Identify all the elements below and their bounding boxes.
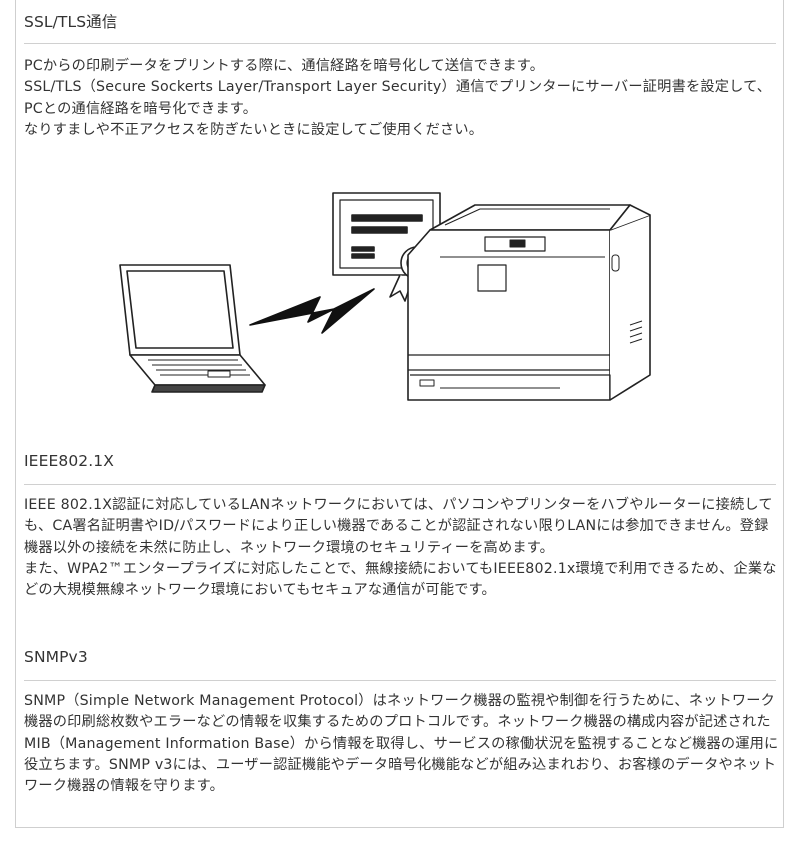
paragraph: PCからの印刷データをプリントする際に、通信経路を暗号化して送信できます。 (24, 58, 545, 74)
printer-icon (407, 204, 651, 401)
paragraph: なりすましや不正アクセスを防ぎたいときに設定してご使用ください。 (24, 121, 484, 138)
section-title-ssl-tls: SSL/TLS通信 (24, 13, 118, 31)
paragraph: SNMP（Simple Network Management Protocol）… (24, 693, 779, 795)
connection-bolt-icon (249, 288, 375, 334)
section-title-snmpv3: SNMPv3 (24, 648, 88, 666)
paragraph: IEEE 802.1X認証に対応しているLANネットワークにおいては、パソコンや… (24, 497, 773, 556)
content-panel (15, 0, 784, 828)
section-body-ssl-tls: PCからの印刷データをプリントする際に、通信経路を暗号化して送信できます。 SS… (24, 56, 780, 141)
section-divider (24, 484, 776, 485)
section-divider (24, 680, 776, 681)
paragraph: SSL/TLS（Secure Sockerts Layer/Transport … (24, 79, 772, 117)
ssl-illustration (119, 192, 651, 401)
section-divider (24, 43, 776, 44)
laptop-icon (119, 264, 266, 393)
section-title-ieee8021x: IEEE802.1X (24, 452, 114, 470)
paragraph: また、WPA2™エンタープライズに対応したことで、無線接続においてもIEEE80… (24, 560, 777, 599)
section-body-ieee8021x: IEEE 802.1X認証に対応しているLANネットワークにおいては、パソコンや… (24, 495, 780, 601)
section-body-snmpv3: SNMP（Simple Network Management Protocol）… (24, 691, 780, 797)
